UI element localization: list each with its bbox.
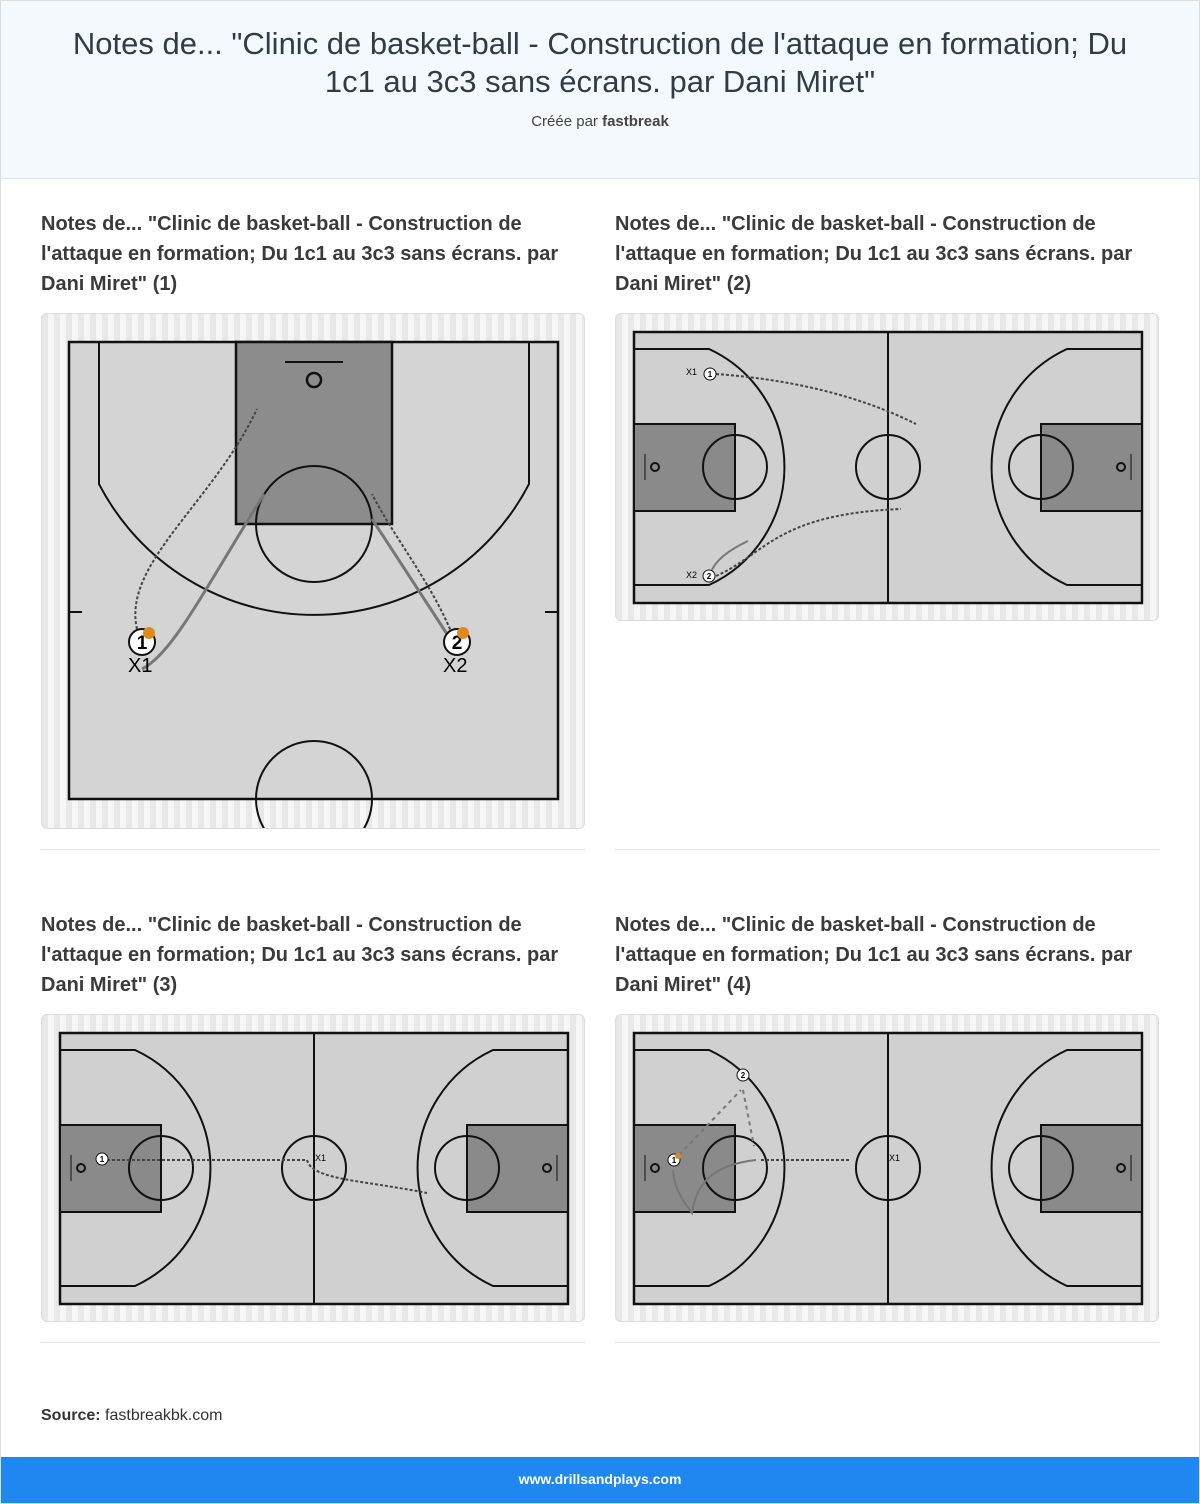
source: Source: fastbreakbk.com	[41, 1407, 223, 1424]
defender-x2: X2	[443, 655, 467, 677]
svg-text:1: 1	[672, 1156, 677, 1165]
defender-x1: X1	[128, 655, 152, 677]
defender-x1: X1	[686, 367, 697, 377]
diagram-title: Notes de... "Clinic de basket-ball - Con…	[615, 213, 1133, 295]
player-2: 2	[736, 1068, 750, 1082]
diagram-title: Notes de... "Clinic de basket-ball - Con…	[41, 213, 559, 295]
source-link[interactable]: fastbreakbk.com	[105, 1407, 223, 1424]
diagram-image[interactable]: 1 2 X1	[615, 1014, 1159, 1322]
half-court-diagram: 1 2 X1 X2	[67, 340, 560, 828]
author-link[interactable]: fastbreak	[602, 113, 669, 130]
defender-x2: X2	[686, 570, 697, 580]
ball-icon	[457, 627, 469, 639]
diagram-image[interactable]: 1 2 X1 X2	[615, 313, 1159, 621]
diagram-card-1: Notes de... "Clinic de basket-ball - Con…	[41, 209, 585, 850]
header: Notes de... "Clinic de basket-ball - Con…	[1, 1, 1199, 179]
svg-text:1: 1	[137, 633, 148, 654]
page-title: Notes de... "Clinic de basket-ball - Con…	[72, 26, 1128, 99]
defender-x1: X1	[889, 1153, 900, 1163]
ball-icon	[143, 627, 155, 639]
ball-icon	[675, 1153, 681, 1159]
svg-text:1: 1	[708, 370, 713, 379]
diagram-card-2: Notes de... "Clinic de basket-ball - Con…	[615, 209, 1159, 850]
diagram-title: Notes de... "Clinic de basket-ball - Con…	[41, 914, 559, 996]
svg-text:1: 1	[100, 1155, 105, 1164]
player-2: 2	[702, 569, 716, 583]
diagram-image[interactable]: 1 X1	[41, 1014, 585, 1322]
diagram-card-3: Notes de... "Clinic de basket-ball - Con…	[41, 910, 585, 1343]
footer: www.drillsandplays.com	[1, 1457, 1199, 1503]
svg-text:2: 2	[707, 572, 712, 581]
diagram-title: Notes de... "Clinic de basket-ball - Con…	[615, 914, 1133, 996]
defender-x1: X1	[315, 1153, 326, 1163]
full-court-diagram: 1 X1	[58, 1031, 570, 1306]
diagram-image[interactable]: 1 2 X1 X2	[41, 313, 585, 829]
svg-text:2: 2	[741, 1071, 746, 1080]
player-1: 1	[95, 1152, 109, 1166]
svg-text:2: 2	[452, 633, 463, 654]
player-1: 1	[703, 367, 717, 381]
full-court-diagram: 1 2 X1 X2	[632, 330, 1144, 605]
created-by: Créée par fastbreak	[531, 113, 669, 130]
diagram-card-4: Notes de... "Clinic de basket-ball - Con…	[615, 910, 1159, 1343]
full-court-diagram: 1 2 X1	[632, 1031, 1144, 1306]
footer-link[interactable]: www.drillsandplays.com	[518, 1471, 682, 1487]
